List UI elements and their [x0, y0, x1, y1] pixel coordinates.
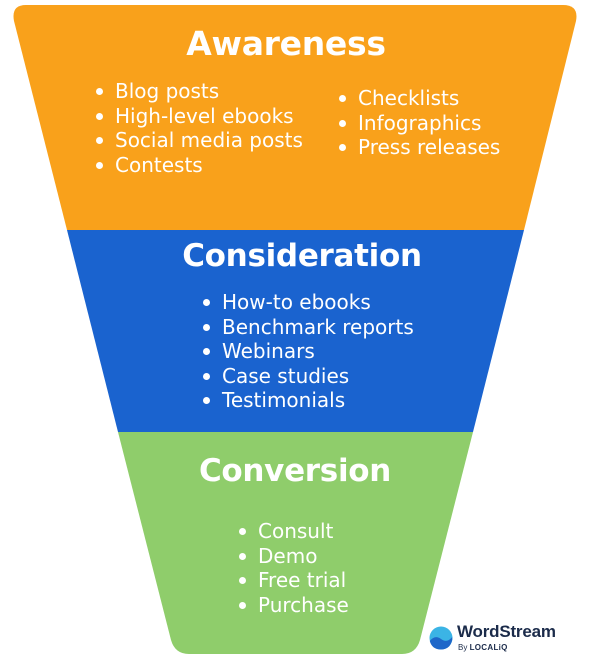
list-item: Free trial — [236, 568, 349, 593]
list-item: Demo — [236, 544, 349, 569]
awareness-section — [13, 5, 577, 230]
list-item: Contests — [93, 153, 303, 178]
list-item: Social media posts — [93, 128, 303, 153]
wordstream-wave-logo-icon — [429, 626, 453, 650]
list-item: Benchmark reports — [200, 315, 414, 340]
list-item: Consult — [236, 519, 349, 544]
awareness-list-right: Checklists Infographics Press releases — [336, 86, 500, 160]
list-item: Checklists — [336, 86, 500, 111]
awareness-list-left: Blog posts High-level ebooks Social medi… — [93, 79, 303, 177]
list-item: Case studies — [200, 364, 414, 389]
list-item: Testimonials — [200, 388, 414, 413]
list-item: Blog posts — [93, 79, 303, 104]
conversion-title: Conversion — [198, 453, 392, 489]
conversion-section — [118, 432, 473, 654]
brand-name: WordStream — [457, 622, 556, 641]
list-item: High-level ebooks — [93, 104, 303, 129]
list-item: Purchase — [236, 593, 349, 618]
awareness-title: Awareness — [186, 24, 386, 63]
consideration-section — [67, 230, 524, 432]
consideration-title: Consideration — [182, 238, 422, 274]
list-item: Infographics — [336, 111, 500, 136]
list-item: Webinars — [200, 339, 414, 364]
conversion-list: Consult Demo Free trial Purchase — [236, 519, 349, 617]
consideration-list: How-to ebooks Benchmark reports Webinars… — [200, 290, 414, 413]
brand-byline: By LOCALiQ — [458, 643, 508, 652]
wordstream-logo: WordStream By LOCALiQ — [429, 622, 599, 658]
list-item: Press releases — [336, 135, 500, 160]
list-item: How-to ebooks — [200, 290, 414, 315]
